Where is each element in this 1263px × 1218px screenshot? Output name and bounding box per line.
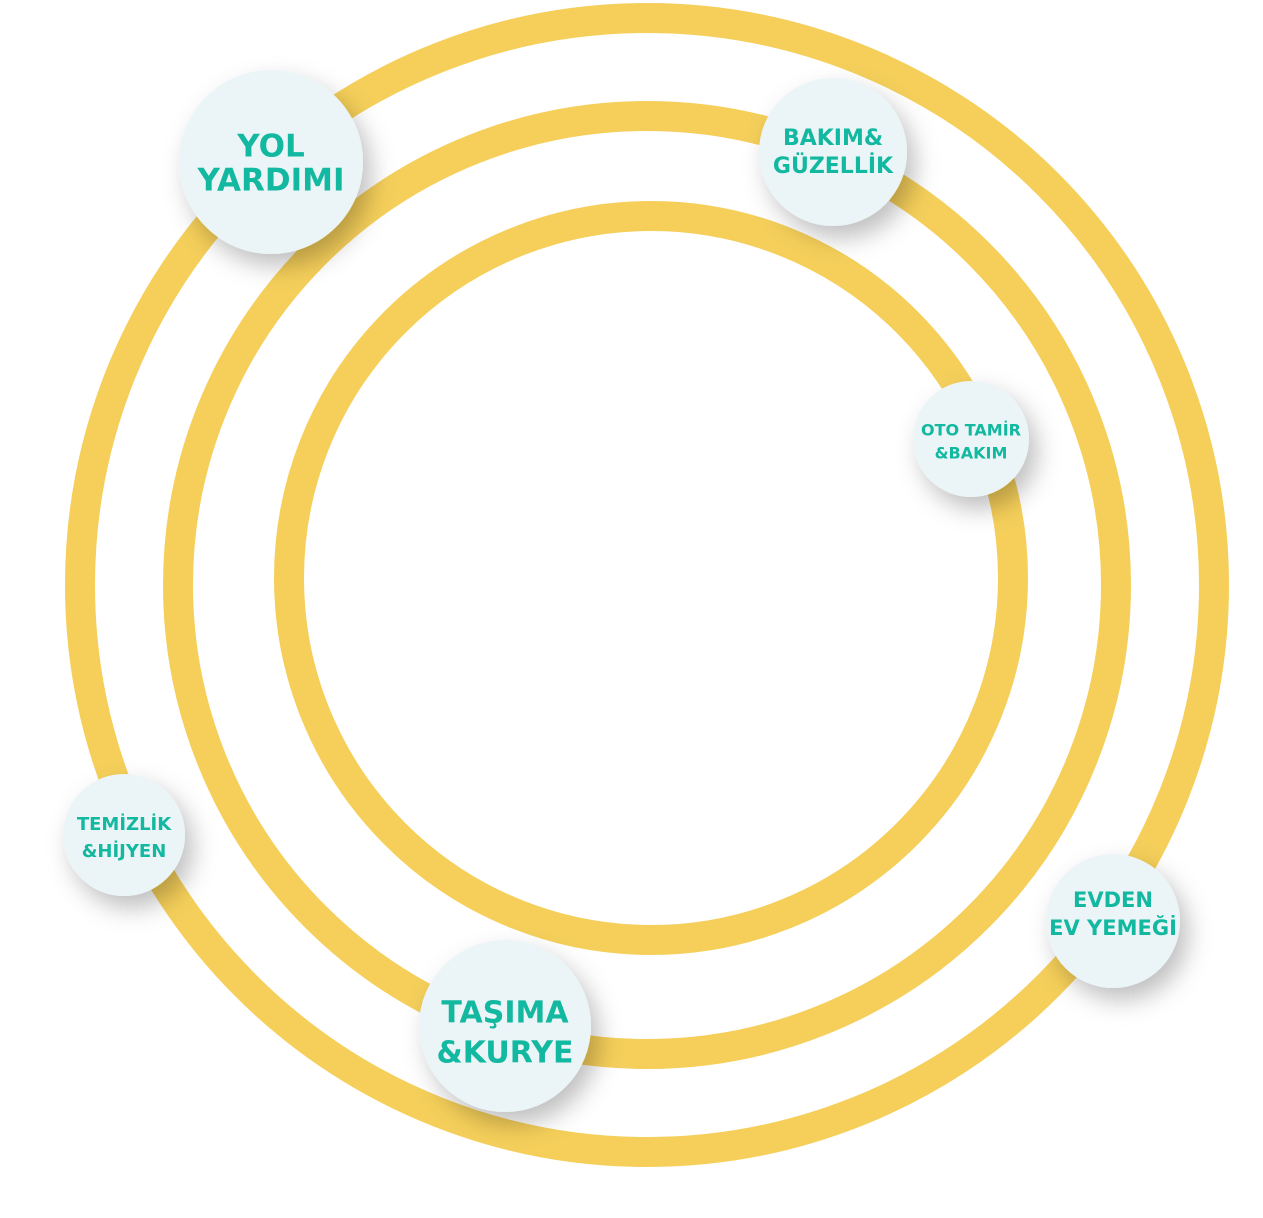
node-bakim-guzellik[interactable]: BAKIM& GÜZELLİK	[759, 78, 907, 226]
node-label-line-2: YARDIMI	[197, 163, 345, 199]
node-label-line-1: EVDEN	[1073, 888, 1153, 912]
service-nodes: YOL YARDIMI BAKIM& GÜZELLİK OTO TAMİR &B…	[63, 70, 1180, 1112]
middle-ring	[163, 101, 1131, 1069]
node-circle	[913, 381, 1029, 497]
node-label-line-1: BAKIM&	[783, 126, 883, 151]
node-evden-ev-yemegi[interactable]: EVDEN EV YEMEĞİ	[1046, 854, 1180, 988]
node-circle	[1046, 854, 1180, 988]
node-circle	[419, 940, 591, 1112]
inner-ring	[274, 201, 1028, 955]
node-circle	[179, 70, 363, 254]
node-label-line-1: YOL	[236, 129, 304, 165]
orbit-rings	[65, 3, 1229, 1167]
node-circle	[63, 774, 185, 896]
node-label-line-1: TAŞIMA	[441, 996, 569, 1031]
node-label-line-2: &KURYE	[437, 1036, 574, 1071]
outer-ring	[65, 3, 1229, 1167]
node-tasima-kurye[interactable]: TAŞIMA &KURYE	[419, 940, 591, 1112]
node-label-line-1: TEMİZLİK	[77, 813, 172, 835]
node-label-line-2: EV YEMEĞİ	[1049, 915, 1177, 940]
node-label-line-2: &HİJYEN	[82, 840, 167, 862]
node-label-line-2: &BAKIM	[935, 444, 1008, 463]
node-oto-tamir-bakim[interactable]: OTO TAMİR &BAKIM	[913, 381, 1029, 497]
node-yol-yardimi[interactable]: YOL YARDIMI	[179, 70, 363, 254]
node-temizlik-hijyen[interactable]: TEMİZLİK &HİJYEN	[63, 774, 185, 896]
node-circle	[759, 78, 907, 226]
node-label-line-2: GÜZELLİK	[773, 153, 894, 179]
node-label-line-1: OTO TAMİR	[921, 421, 1021, 440]
